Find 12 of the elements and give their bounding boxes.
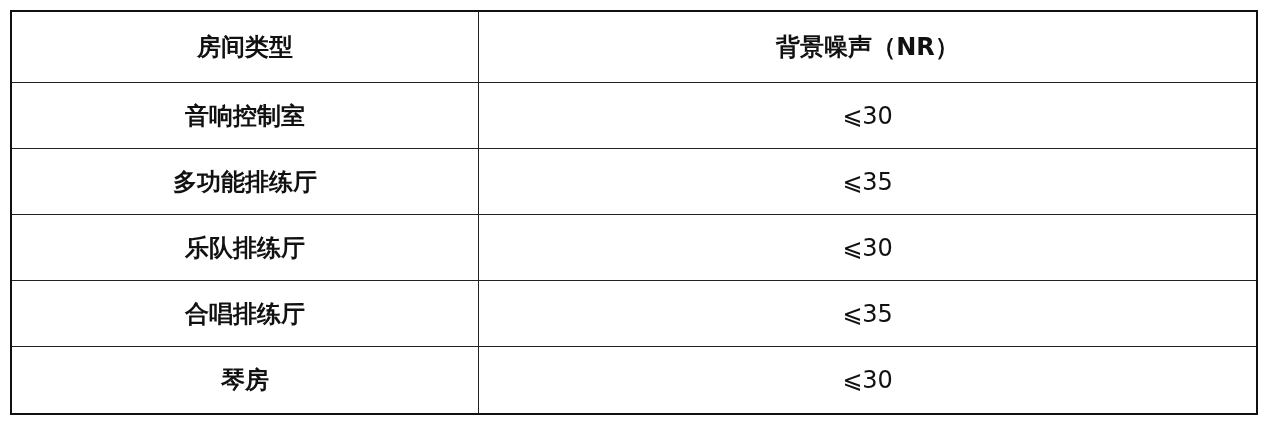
noise-limit-text: ⩽35: [842, 166, 893, 198]
noise-limit-text: ⩽30: [842, 365, 893, 396]
column-header: 背景噪声（NR）: [776, 32, 959, 63]
noise-limit-text: ⩽30: [842, 100, 893, 132]
noise-limit-text: ⩽30: [842, 232, 893, 264]
room-type-text: 琴房: [221, 365, 269, 396]
room-type-text: 乐队排练厅: [185, 232, 305, 264]
room-type-text: 合唱排练厅: [185, 298, 305, 330]
column-header: 房间类型: [197, 32, 293, 63]
noise-limit-text: ⩽35: [842, 298, 893, 330]
room-type-text: 多功能排练厅: [173, 166, 317, 198]
room-type-text: 音响控制室: [185, 100, 305, 132]
